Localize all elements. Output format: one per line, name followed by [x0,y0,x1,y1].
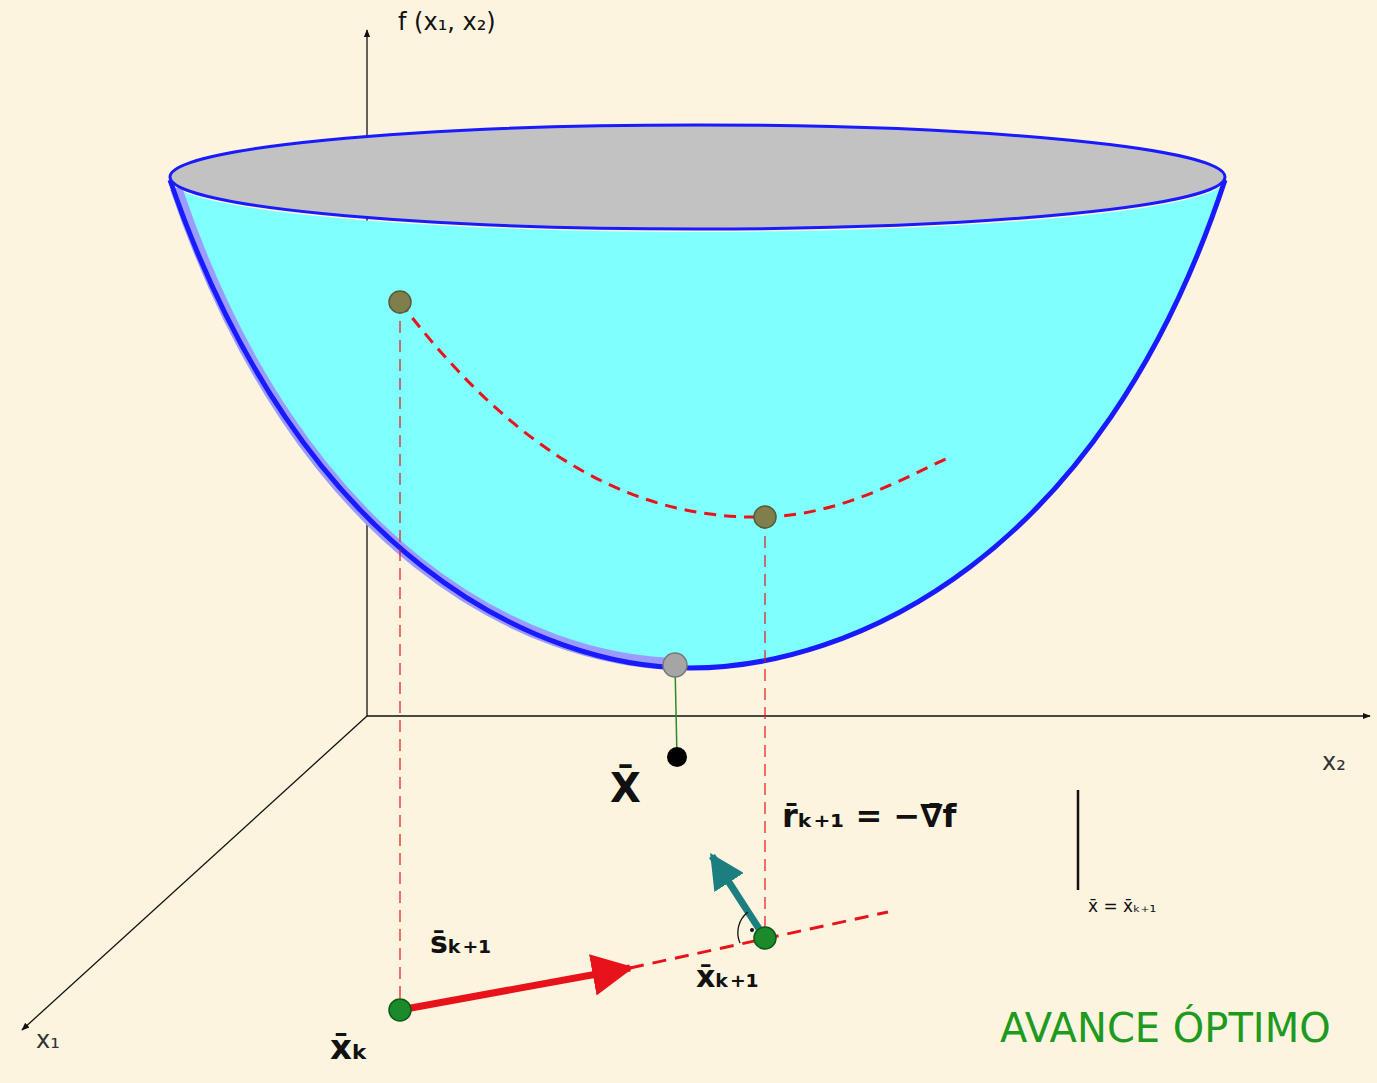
iterate-point [389,999,411,1021]
evaluation-bar [1077,790,1080,890]
minimum-point [663,653,687,677]
axis-label: x₁ [36,1028,60,1052]
point-label: x̄ₖ₊₁ [696,962,759,992]
point-label: x̄ₖ [330,1030,369,1064]
evaluation-subscript: x̄ = x̄ₖ₊₁ [1088,898,1156,915]
surface-section [400,302,950,517]
x2-axis [367,715,1370,716]
point-label: X̄ [610,768,641,808]
paraboloid-surface [170,180,1225,668]
paraboloid-outline [170,180,1225,668]
iterate-point [754,927,776,949]
axis-label: x₂ [1322,750,1346,774]
paraboloid-rim [170,125,1225,229]
search-line [630,912,888,968]
step-arrow [400,968,630,1010]
gradient-label: r̄ₖ₊₁ = −∇̄f [782,800,956,832]
right-angle-mark [738,912,754,943]
minimum-projection [667,747,687,767]
step-label: s̄ₖ₊₁ [430,928,491,958]
caption-note: AVANCE ÓPTIMO [1000,1008,1331,1048]
surface-shade [176,188,680,664]
projection-lines [400,302,765,1010]
x1-axis [22,716,367,1030]
minimum-drop [675,665,677,757]
axis-label: f (x₁, x₂) [398,10,496,34]
axes [22,30,1370,1030]
surface-point [754,506,776,528]
surface-point [389,291,411,313]
